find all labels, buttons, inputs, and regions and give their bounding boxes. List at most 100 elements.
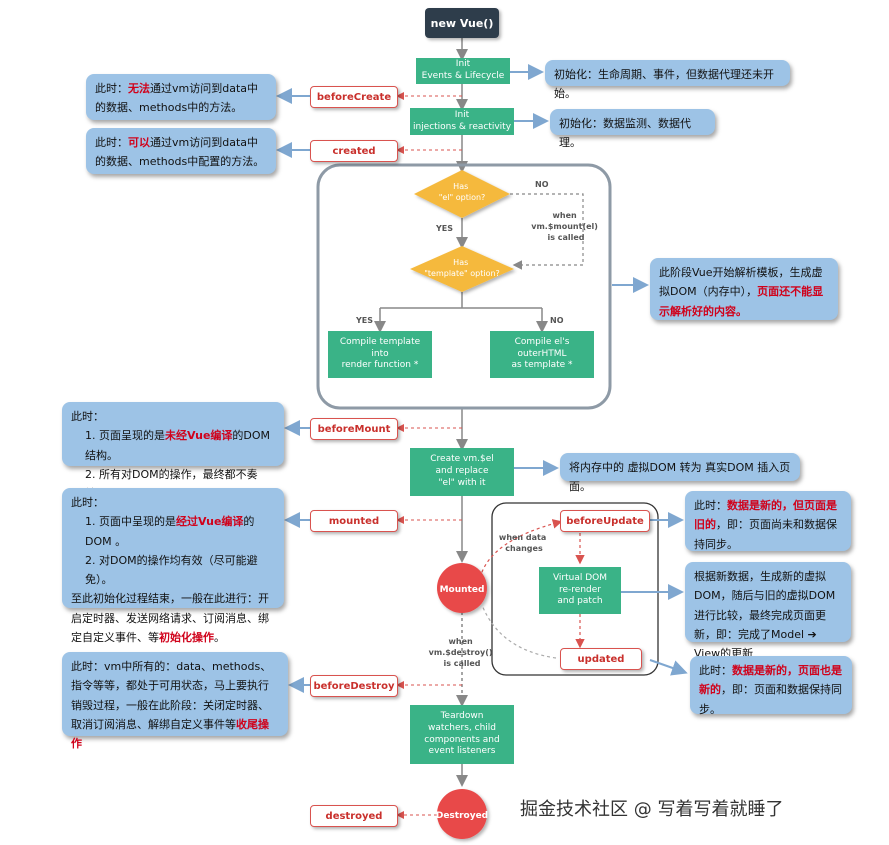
init-events-l1: Init xyxy=(455,59,471,70)
teardown-l1: Teardown xyxy=(440,711,484,722)
update-frame xyxy=(491,502,659,676)
create-el-l1: Create vm.$el xyxy=(430,454,494,465)
note-create-el: 将内存中的 虚拟DOM 转为 真实DOM 插入页面。 xyxy=(560,453,800,493)
teardown-l4: event listeners xyxy=(428,746,496,757)
init-inject-l2: injections & reactivity xyxy=(412,121,512,132)
mounted-circle xyxy=(437,563,487,613)
note-updated-b: ，即：页面和数据保持同步。 xyxy=(699,683,842,716)
compile-outer-l2: outerHTML xyxy=(517,348,567,359)
svg-text:Has "el" option?: Has "el" option? xyxy=(439,182,486,202)
destroyed-circle xyxy=(437,789,487,839)
has-el-diamond xyxy=(414,170,510,218)
compile-template-l3: render function * xyxy=(341,360,419,371)
teardown-l3: components and xyxy=(424,734,500,745)
note-beforeMount-l1a: 1. 页面呈现的是 xyxy=(85,429,165,443)
note-beforeMount-head: 此时： xyxy=(71,410,104,423)
svg-text:when data changes: when data changes xyxy=(499,533,549,553)
note-beforeCreate-b: 通过vm访问到data中的数据、methods中的方法。 xyxy=(95,82,259,115)
note-beforeUpdate-a: 此时： xyxy=(694,499,727,512)
when-destroy-l3: is called xyxy=(443,659,480,668)
svg-text:when vm.$destroy() is: when vm.$destroy() is called xyxy=(429,637,496,668)
note-updated: 此时：数据是新的，页面也是新的，即：页面和数据保持同步。 xyxy=(690,656,852,716)
note-beforeUpdate: 此时：数据是新的，但页面是旧的，即：页面尚未和数据保持同步。 xyxy=(685,491,851,551)
when-mount-l2: vm.$mount(el) xyxy=(531,222,598,231)
hook-destroyed: destroyed xyxy=(310,805,398,827)
note-created-a: 此时： xyxy=(95,136,128,149)
start-label: new Vue() xyxy=(431,17,494,30)
hook-mounted: mounted xyxy=(310,510,398,532)
hook-beforeCreate: beforeCreate xyxy=(310,86,398,108)
compile-template-l2: into xyxy=(371,348,389,359)
note-virtual-dom: 根据新数据，生成新的虚拟DOM，随后与旧的虚拟DOM进行比较，最终完成页面更新，… xyxy=(685,562,851,660)
virtual-dom-l1: Virtual DOM xyxy=(552,572,608,583)
no2-label: NO xyxy=(550,316,564,325)
note-parse-red: 页面还不能显示解析好的内容。 xyxy=(659,285,824,318)
note-beforeCreate-a: 此时： xyxy=(95,82,128,95)
note-mounted-head: 此时： xyxy=(71,496,104,509)
hook-beforeUpdate: beforeUpdate xyxy=(560,510,650,532)
teardown-l2: watchers, child xyxy=(427,722,497,733)
svg-text:when vm.$mount(el) is: when vm.$mount(el) is called xyxy=(531,211,600,242)
note-parse-a: 此阶段Vue开始解析模板，生成虚拟DOM（内存中）， xyxy=(659,266,823,299)
note-created: 此时：可以通过vm访问到data中的数据、methods中配置的方法。 xyxy=(86,128,276,174)
note-updated-red: 数据是新的，页面也是新的 xyxy=(699,664,842,697)
watermark: 掘金技术社区 @ 写着写着就睡了 xyxy=(520,799,784,820)
compile-outer-l3: as template * xyxy=(511,360,573,371)
compile-frame xyxy=(316,163,612,410)
virtual-dom-l3: and patch xyxy=(557,596,603,607)
compile-template-l1: Compile template xyxy=(339,336,421,347)
note-init-inject: 初始化：数据监测、数据代理。 xyxy=(550,109,715,149)
note-created-red: 可以 xyxy=(128,136,150,149)
create-el-l3: "el" with it xyxy=(438,477,486,488)
has-el-l2: "el" option? xyxy=(439,193,486,202)
when-data-l2: changes xyxy=(505,544,543,553)
note-mounted-l3b: 。 xyxy=(214,630,225,644)
note-beforeDestroy: 此时：vm中所有的：data、methods、指令等等，都处于可用状态，马上要执… xyxy=(62,652,288,750)
has-template-diamond xyxy=(410,246,514,292)
new-vue-node xyxy=(425,8,499,38)
has-el-l1: Has xyxy=(453,182,468,191)
note-beforeUpdate-red: 数据是新的，但页面是旧的 xyxy=(694,499,837,532)
note-updated-a: 此时： xyxy=(699,664,732,677)
no-label: NO xyxy=(535,180,549,189)
note-init-events: 初始化：生命周期、事件，但数据代理还未开始。 xyxy=(545,60,790,100)
has-template-l1: Has xyxy=(453,258,468,267)
note-mounted-l1a: 1. 页面中呈现的是 xyxy=(85,515,176,529)
when-mount-l3: is called xyxy=(547,233,584,242)
note-mounted: 此时： 1. 页面中呈现的是经过Vue编译的DOM 。 2. 对DOM的操作均有… xyxy=(62,488,284,644)
virtual-dom-l2: re-render xyxy=(559,584,601,595)
when-mount-l1: when xyxy=(552,211,577,220)
note-beforeCreate-red: 无法 xyxy=(128,82,150,95)
hook-beforeDestroy: beforeDestroy xyxy=(310,675,398,697)
create-el-l2: and replace xyxy=(435,466,489,477)
svg-text:Has "template" option?: Has "template" option? xyxy=(424,258,500,278)
compile-outer-l1: Compile el's xyxy=(514,336,570,347)
note-mounted-l3red: 初始化操作 xyxy=(159,630,214,644)
note-beforeMount: 此时： 1. 页面呈现的是未经Vue编译的DOM结构。 2. 所有对DOM的操作… xyxy=(62,402,284,500)
note-created-b: 通过vm访问到data中的数据、methods中配置的方法。 xyxy=(95,136,265,169)
note-mounted-l2: 2. 对DOM的操作均有效（尽可能避免）。 xyxy=(85,553,258,586)
mounted-circle-label: Mounted xyxy=(440,585,485,595)
hook-created: created xyxy=(310,140,398,162)
note-beforeMount-l1b: 的DOM结构。 xyxy=(85,429,271,462)
yes-label: YES xyxy=(435,224,453,233)
note-mounted-l1b: 的DOM 。 xyxy=(85,515,255,548)
note-mounted-l3a: 至此初始化过程结束，一般在此进行：开启定时器、发送网络请求、订阅消息、绑定自定义… xyxy=(71,592,269,644)
init-inject-l1: Init xyxy=(454,109,470,120)
note-beforeUpdate-b: ，即：页面尚未和数据保持同步。 xyxy=(694,518,837,551)
note-mounted-l1red: 经过Vue编译 xyxy=(176,515,244,529)
when-data-l1: when data xyxy=(499,533,546,542)
hook-updated: updated xyxy=(560,648,642,670)
yes2-label: YES xyxy=(355,316,373,325)
destroyed-circle-label: Destroyed xyxy=(436,811,488,821)
when-destroy-l1: when xyxy=(448,637,473,646)
hook-beforeMount: beforeMount xyxy=(310,418,398,440)
note-beforeDestroy-red: 收尾操作 xyxy=(71,717,269,750)
